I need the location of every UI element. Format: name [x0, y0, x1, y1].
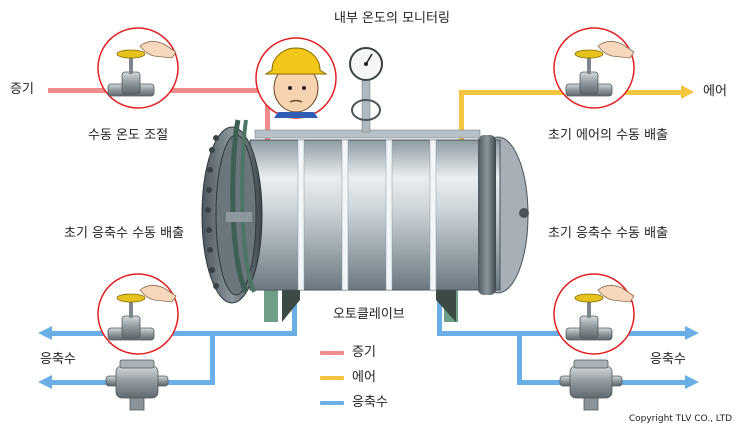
condensate-right-label: 응축수: [650, 352, 686, 367]
initial-condensate-right-label: 초기 응축수 수동 배출: [548, 226, 669, 241]
valve-steam-manual: [97, 27, 179, 109]
valve-air-manual: [553, 27, 635, 109]
steam-trap-right: [559, 359, 623, 411]
air-outlet-label: 에어: [703, 84, 727, 99]
legend-label-air: 에어: [352, 370, 376, 385]
legend-swatch-air: [320, 376, 344, 380]
steam-trap-left: [105, 359, 169, 411]
worker-monitoring-icon: [255, 37, 337, 119]
valve-condensate-right-manual: [553, 273, 635, 355]
air-outlet-arrow: [681, 85, 694, 99]
manual-temp-label: 수동 온도 조절: [88, 128, 169, 143]
autoclave-vessel: [201, 119, 529, 322]
valve-condensate-left-manual: [97, 273, 179, 355]
condensate-left-label: 응축수: [40, 352, 76, 367]
copyright-notice: Copyright TLV CO., LTD: [628, 414, 732, 424]
initial-air-label: 초기 에어의 수동 배출: [548, 128, 669, 143]
pressure-gauge: [349, 47, 383, 133]
monitoring-title: 내부 온도의 모니터링: [334, 11, 450, 26]
steam-inlet-label: 증기: [10, 82, 34, 97]
initial-condensate-left-label: 초기 응축수 수동 배출: [64, 226, 185, 241]
legend-label-condensate: 응축수: [352, 395, 388, 410]
legend-label-steam: 증기: [352, 345, 376, 360]
autoclave-label: 오토클레이브: [333, 307, 405, 322]
legend-swatch-condensate: [320, 401, 344, 405]
legend-swatch-steam: [320, 351, 344, 355]
